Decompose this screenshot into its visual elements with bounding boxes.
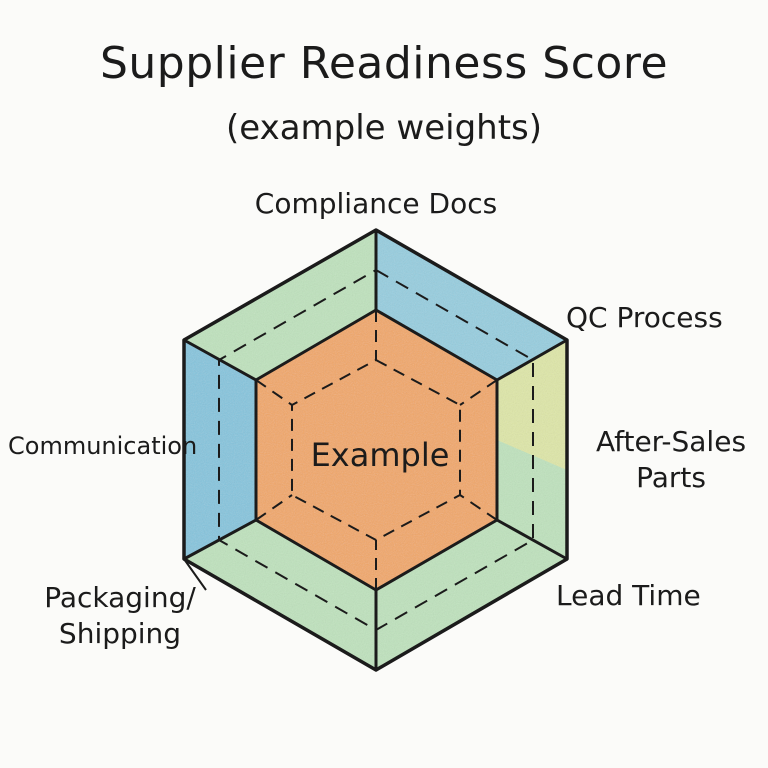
chart-title: Supplier Readiness Score (99, 38, 669, 89)
chart-subtitle: (example weights) (225, 108, 543, 148)
axis-label-qc-process: QC Process (566, 301, 723, 334)
packaging-leader-line (183, 558, 207, 591)
outer-ring-yellow-right (497, 340, 567, 470)
axis-label-communication: Communication (8, 432, 198, 460)
outer-hexagon-outline (182, 228, 569, 672)
axis-label-packaging-line2: Shipping (58, 617, 182, 650)
inner-hexagon (256, 310, 497, 590)
axis-label-after-sales-line1: After-Sales (595, 425, 747, 458)
axis-label-after-sales-line2: Parts (636, 461, 706, 494)
axis-label-packaging-line1: Packaging/ (44, 581, 196, 614)
ring-dividers (182, 228, 569, 672)
inner-hexagon-outline (254, 308, 499, 592)
axis-label-compliance-docs: Compliance Docs (254, 187, 498, 220)
axis-label-lead-time: Lead Time (556, 579, 701, 612)
outer-ring-blue-top (376, 230, 567, 380)
dashed-spokes (255, 310, 498, 590)
axis-label-packaging-shipping: Packaging/ Shipping (22, 580, 218, 652)
center-label: Example (310, 436, 450, 474)
axis-label-after-sales-parts: After-Sales Parts (578, 424, 764, 496)
